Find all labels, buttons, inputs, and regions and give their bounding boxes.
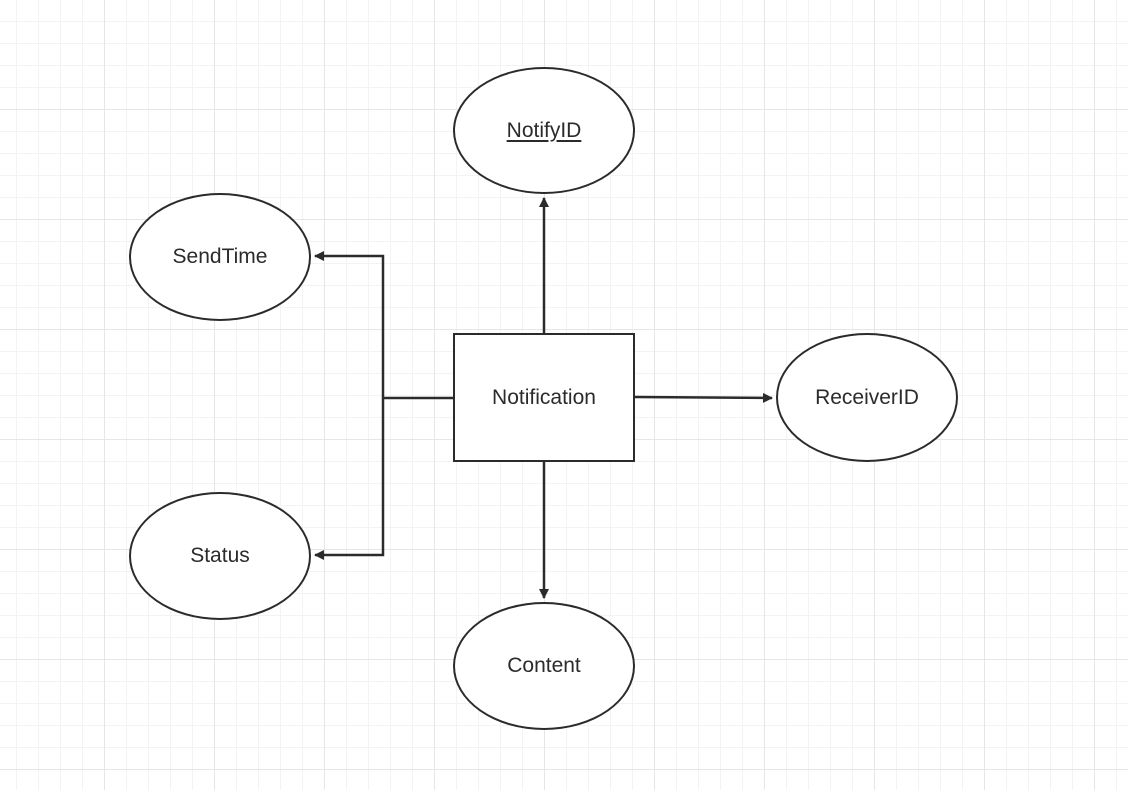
attribute-status-label: Status [190,544,250,567]
edge-to-sendtime [314,251,385,398]
edge-to-receiverid [634,392,773,403]
attribute-status[interactable]: Status [129,492,311,620]
attribute-notifyid-label: NotifyID [506,118,582,142]
attribute-sendtime-label: SendTime [172,245,268,268]
attribute-content[interactable]: Content [453,602,635,730]
attribute-content-label: Content [507,654,581,677]
attribute-notifyid[interactable]: NotifyID [453,67,635,194]
attribute-receiverid-label: ReceiverID [815,385,919,409]
edge-to-status [314,398,385,560]
attribute-sendtime[interactable]: SendTime [129,193,311,321]
entity-notification-label: Notification [492,385,596,409]
attribute-receiverid[interactable]: ReceiverID [776,333,958,462]
entity-notification[interactable]: Notification [453,333,635,462]
